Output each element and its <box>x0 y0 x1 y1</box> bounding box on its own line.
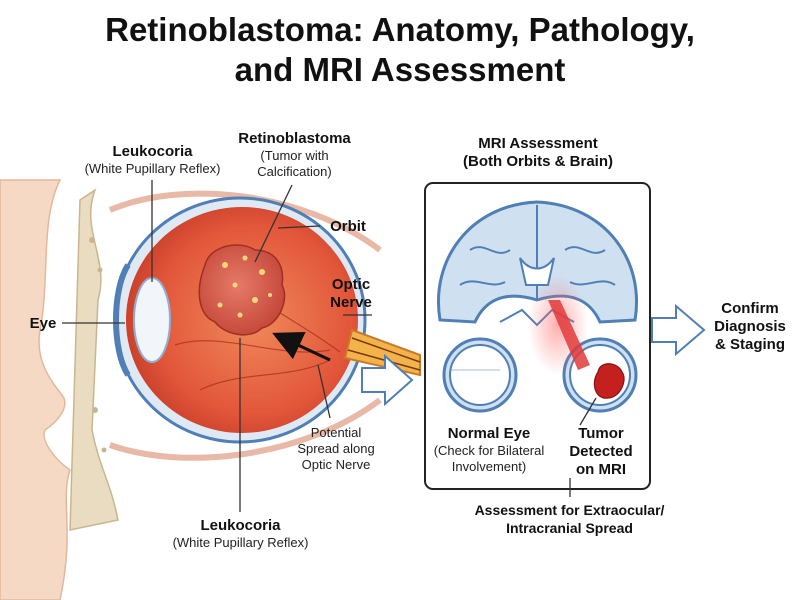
page-title: Retinoblastoma: Anatomy, Pathology, and … <box>0 10 800 90</box>
optic-nerve <box>343 328 421 377</box>
mri-left-orbit <box>442 337 518 413</box>
mri-brain <box>437 200 638 327</box>
title-line-1: Retinoblastoma: Anatomy, Pathology, <box>105 11 695 48</box>
label-tumor-detected: Tumor Detected on MRI <box>569 425 633 478</box>
label-potential-spread: Potential Spread along Optic Nerve <box>297 425 375 472</box>
calcification-spots <box>217 255 272 318</box>
mri-spread-path <box>548 300 590 370</box>
mri-tumor-mass <box>593 363 625 399</box>
label-retinoblastoma: Retinoblastoma (Tumor with Calcification… <box>238 130 351 179</box>
skull-bone <box>69 188 119 531</box>
label-normal-eye: Normal Eye (Check for Bilateral Involvem… <box>433 425 545 474</box>
label-leukocoria-top: Leukocoria (White Pupillary Reflex) <box>84 143 221 176</box>
label-optic-nerve: Optic Nerve <box>330 276 372 311</box>
label-eye: Eye <box>29 315 57 332</box>
label-mri-heading: MRI Assessment (Both Orbits & Brain) <box>463 135 613 170</box>
label-orbit: Orbit <box>330 218 366 235</box>
leader-lines <box>62 180 372 512</box>
mri-leader-lines <box>569 397 597 497</box>
label-confirm-diagnosis: Confirm Diagnosis & Staging <box>714 300 786 353</box>
spread-arrow <box>272 332 331 362</box>
face-profile <box>0 179 382 600</box>
flow-arrow-to-mri <box>361 353 414 407</box>
retinoblastoma-tumor <box>198 244 286 336</box>
title-line-2: and MRI Assessment <box>234 51 566 88</box>
label-leukocoria-bottom: Leukocoria (White Pupillary Reflex) <box>172 517 309 550</box>
label-extraocular-assessment: Assessment for Extraocular/ Intracranial… <box>474 502 665 536</box>
flow-arrow-to-diagnosis <box>651 303 706 357</box>
lens <box>133 277 171 363</box>
